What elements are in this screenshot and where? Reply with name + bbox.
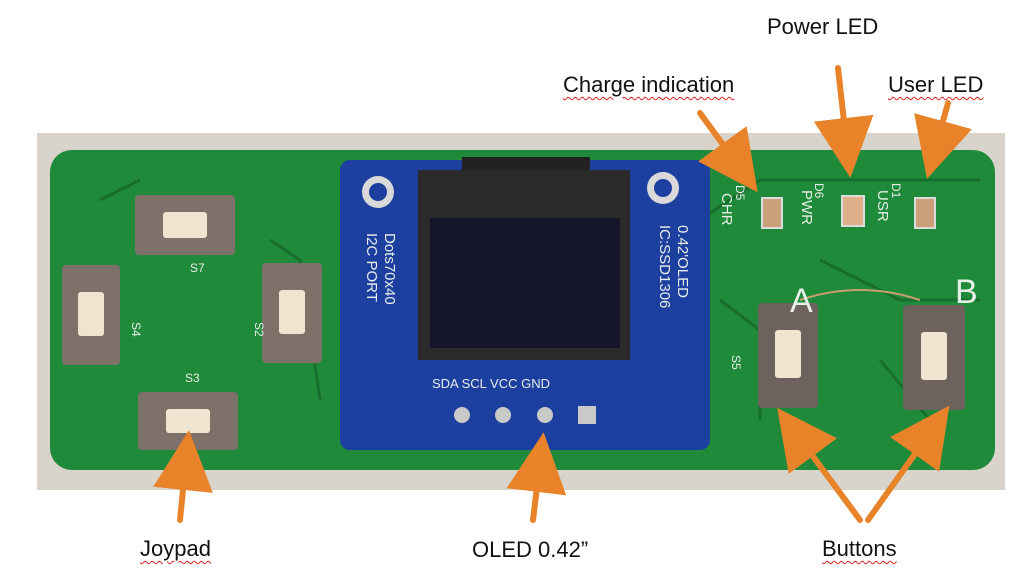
led-d1	[914, 197, 936, 229]
button-s7	[135, 195, 235, 255]
button-b	[903, 305, 965, 410]
label-joypad: Joypad	[140, 536, 211, 561]
button-s4	[62, 265, 120, 365]
button-a	[758, 303, 818, 408]
button-s2	[262, 263, 322, 363]
arrow-buttons-a	[777, 407, 863, 523]
arrow-charge	[697, 110, 758, 193]
silk-s2: S2	[252, 322, 266, 337]
oled-module	[340, 157, 710, 450]
oled-pin-labels: SDA SCL VCC GND	[432, 376, 550, 391]
label-oled: OLED 0.42”	[472, 537, 589, 562]
button-s3	[138, 392, 238, 450]
silk-d1: D1	[889, 183, 903, 199]
oled-line2: IC:SSD1306	[656, 225, 673, 308]
leds	[761, 195, 936, 229]
label-user-led: User LED	[888, 72, 984, 97]
callout-arrows	[153, 65, 972, 523]
silk-s5: S5	[729, 355, 743, 370]
oled-line3: Dots70x40	[381, 233, 398, 305]
silk-b: B	[955, 273, 978, 311]
led-d5	[761, 197, 783, 229]
label-charge-indication: Charge indication	[563, 72, 735, 97]
arrow-joypad	[153, 430, 213, 523]
silk-s4: S4	[129, 322, 143, 337]
label-buttons: Buttons	[822, 536, 897, 561]
silk-s7: S7	[190, 261, 205, 275]
silk-pwr: PWR	[798, 190, 815, 225]
silk-s3: S3	[185, 371, 200, 385]
silk-usr: USR	[874, 190, 891, 222]
oled-line4: I2C PORT	[363, 233, 380, 302]
label-power-led: Power LED	[767, 14, 879, 39]
led-d6	[841, 195, 865, 227]
arrow-user-led	[914, 100, 972, 179]
arrow-buttons-b	[865, 405, 950, 523]
silk-a: A	[790, 282, 813, 320]
arrow-power-led	[813, 65, 874, 178]
ab-buttons	[758, 289, 965, 410]
silk-d6: D6	[812, 183, 826, 199]
oled-line1: 0.42'OLED	[674, 225, 691, 298]
silk-chr: CHR	[718, 193, 735, 226]
arrow-oled	[506, 432, 567, 523]
